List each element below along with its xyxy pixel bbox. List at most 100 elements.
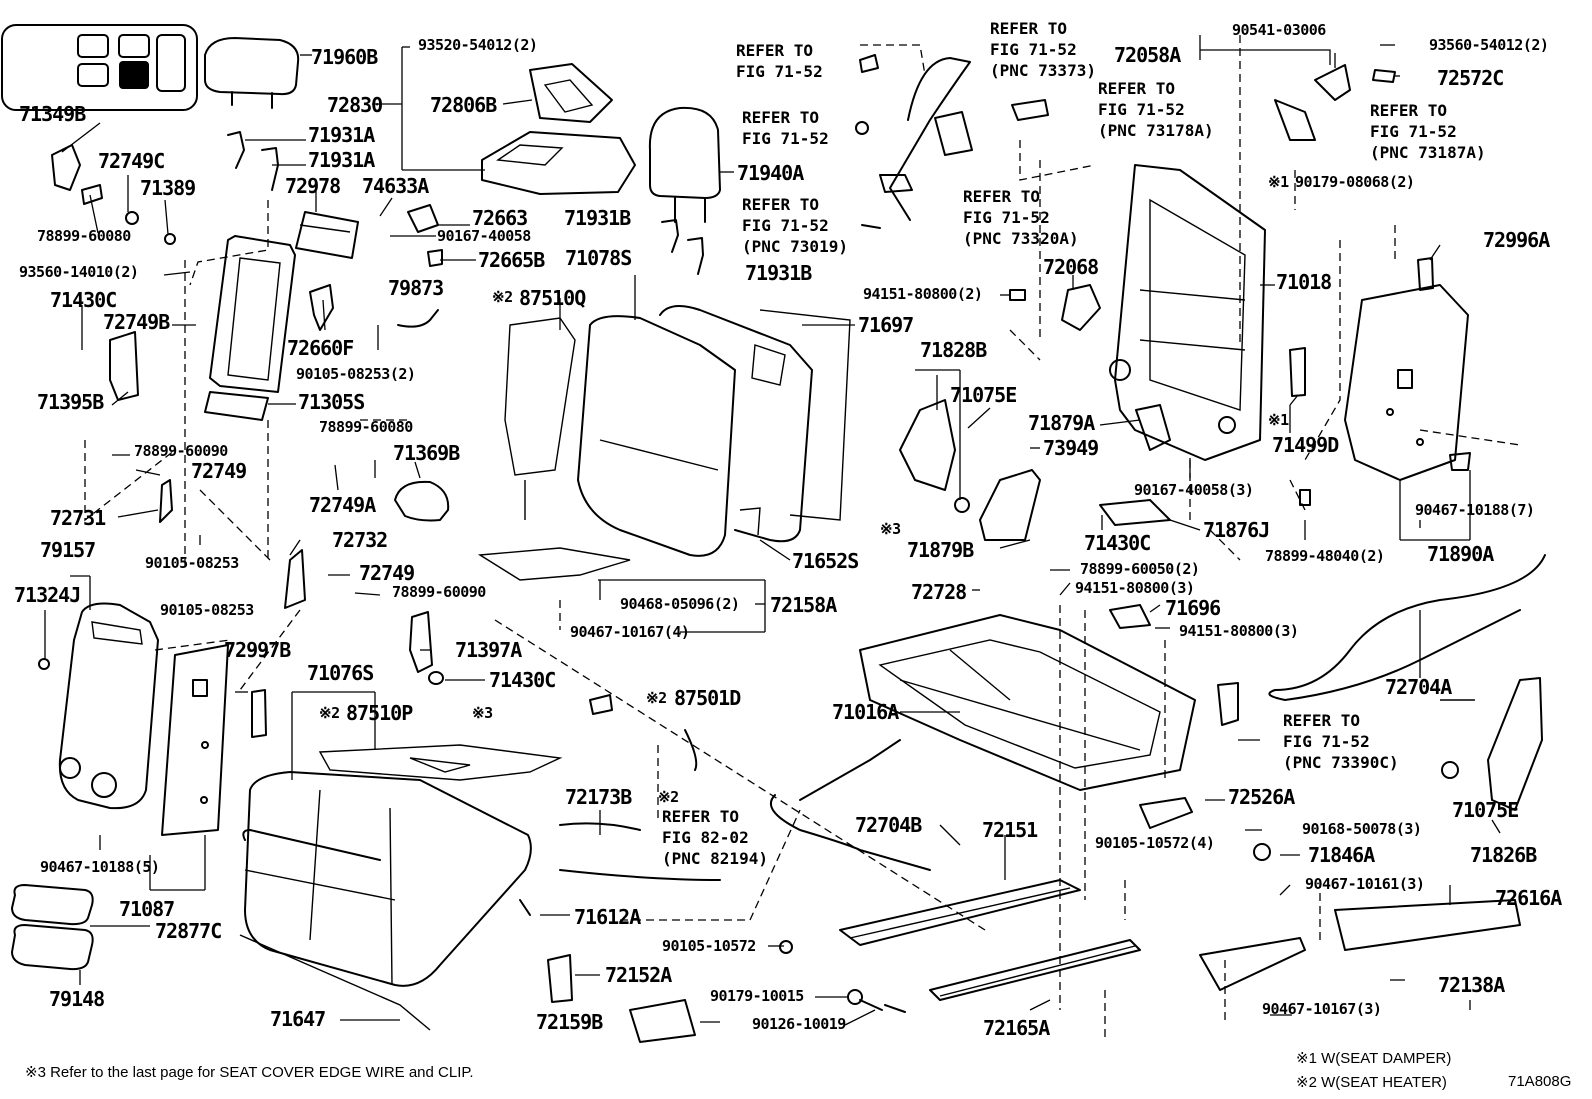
- label-94151-80800-3-b: 94151-80800(3): [1179, 622, 1299, 640]
- label-71890A: 71890A: [1427, 542, 1494, 566]
- label-90179-10015: 90179-10015: [710, 987, 804, 1005]
- label-72526A: 72526A: [1228, 785, 1295, 809]
- mark-2-87501D: ※2: [646, 689, 667, 707]
- label-71369B: 71369B: [393, 441, 460, 465]
- label-90168-50078: 90168-50078(3): [1302, 820, 1422, 838]
- label-71879B: 71879B: [907, 538, 974, 562]
- label-72159B: 72159B: [536, 1010, 603, 1034]
- label-94151-80800-3-a: 94151-80800(3): [1075, 579, 1195, 597]
- label-71931B-1: 71931B: [564, 206, 631, 230]
- refer-to-6: REFER TO FIG 71-52 (PNC 73320A): [963, 187, 1079, 248]
- seatback-71078S: [524, 305, 851, 557]
- label-90467-10188-5: 90467-10188(5): [40, 858, 160, 876]
- label-72058A: 72058A: [1114, 43, 1181, 67]
- mark-3-a: ※3: [472, 704, 493, 722]
- label-72704A: 72704A: [1385, 675, 1452, 699]
- label-71016A: 71016A: [832, 700, 899, 724]
- refer-to-5: REFER TO FIG 71-52 (PNC 73178A): [1098, 79, 1214, 140]
- label-71078S: 71078S: [565, 246, 632, 270]
- label-90105-10572-4: 90105-10572(4): [1095, 834, 1215, 852]
- refer-to-3: REFER TO FIG 71-52 (PNC 73019): [742, 195, 848, 256]
- label-93560-14010: 93560-14010(2): [19, 263, 139, 281]
- label-93560-54012: 93560-54012(2): [1429, 36, 1549, 54]
- seatbelt: [855, 54, 1049, 229]
- mark-2-ref9: ※2: [658, 788, 679, 806]
- label-79157: 79157: [40, 538, 96, 562]
- headrest-71960B: [204, 37, 312, 109]
- label-71846A: 71846A: [1308, 843, 1375, 867]
- label-71960B: 71960B: [311, 45, 378, 69]
- label-72138A: 72138A: [1438, 973, 1505, 997]
- label-71879A: 71879A: [1028, 411, 1095, 435]
- label-72877C: 72877C: [155, 919, 222, 943]
- label-90105-08253-a: 90105-08253: [145, 554, 239, 572]
- label-78899-60090-a: 78899-60090: [134, 442, 228, 460]
- label-72165A: 72165A: [983, 1016, 1050, 1040]
- label-71931A-1: 71931A: [308, 123, 375, 147]
- label-71828B: 71828B: [920, 338, 987, 362]
- refer-to-7: REFER TO FIG 71-52 (PNC 73187A): [1370, 101, 1486, 162]
- label-73949: 73949: [1043, 436, 1099, 460]
- label-90126-10019: 90126-10019: [752, 1015, 846, 1033]
- label-72749-2: 72749: [359, 561, 415, 585]
- label-72731: 72731: [50, 506, 106, 530]
- label-71876J: 71876J: [1203, 518, 1270, 542]
- label-72806B: 72806B: [430, 93, 497, 117]
- label-90467-10167-4: 90467-10167(4): [570, 623, 690, 641]
- label-90105-10572: 90105-10572: [662, 937, 756, 955]
- refer-to-8: REFER TO FIG 71-52 (PNC 73390C): [1283, 711, 1399, 772]
- label-71075E-2: 71075E: [1452, 798, 1519, 822]
- label-72732: 72732: [332, 528, 388, 552]
- label-71397A: 71397A: [455, 638, 522, 662]
- footnote-seat-cover: ※3 Refer to the last page for SEAT COVER…: [25, 1064, 474, 1081]
- label-90179-08068: 90179-08068(2): [1295, 173, 1415, 191]
- label-71826B: 71826B: [1470, 843, 1537, 867]
- mark-2-87510Q: ※2: [492, 288, 513, 306]
- label-74633A: 74633A: [362, 174, 429, 198]
- seatback-frame-71018: [1109, 35, 1331, 461]
- label-71018: 71018: [1276, 270, 1332, 294]
- armrest-pads: [11, 884, 94, 971]
- mark-1-71499D: ※1: [1268, 411, 1289, 429]
- label-90105-08253-2: 90105-08253(2): [296, 365, 416, 383]
- label-90467-10188-7: 90467-10188(7): [1415, 501, 1535, 519]
- seat-rails: [839, 879, 1141, 1013]
- leader-lines: [44, 44, 1471, 1026]
- label-93520-54012: 93520-54012(2): [418, 36, 538, 54]
- label-90468-05096: 90468-05096(2): [620, 595, 740, 613]
- armrest-72830: [372, 46, 636, 195]
- label-72665B: 72665B: [478, 248, 545, 272]
- label-72704B: 72704B: [855, 813, 922, 837]
- headrest-guides: [227, 131, 704, 275]
- label-71430C-2: 71430C: [489, 668, 556, 692]
- label-87510P: 87510P: [346, 701, 413, 725]
- label-72749B: 72749B: [103, 310, 170, 334]
- label-71430C-3: 71430C: [1084, 531, 1151, 555]
- right-small-parts: [1009, 64, 1471, 629]
- side-covers: [899, 399, 1543, 834]
- label-79873: 79873: [388, 276, 444, 300]
- headrest-71940A: [648, 106, 734, 223]
- label-78899-60080-a: 78899-60080: [37, 227, 131, 245]
- label-71305S: 71305S: [298, 390, 365, 414]
- label-72728: 72728: [911, 580, 967, 604]
- label-71395B: 71395B: [37, 390, 104, 414]
- label-71430C-1: 71430C: [50, 288, 117, 312]
- trim-covers: [1139, 682, 1521, 991]
- label-71931B-2: 71931B: [745, 261, 812, 285]
- label-71931A-2: 71931A: [308, 148, 375, 172]
- mark-1-90179: ※1: [1268, 173, 1289, 191]
- label-78899-60050: 78899-60050(2): [1080, 560, 1200, 578]
- label-78899-60090-b: 78899-60090: [392, 583, 486, 601]
- refer-to-2: REFER TO FIG 71-52: [742, 108, 829, 148]
- label-71696: 71696: [1165, 596, 1221, 620]
- label-94151-80800-2: 94151-80800(2): [863, 285, 983, 303]
- label-78899-60080-b: 78899-60080: [319, 418, 413, 436]
- mark-3-b: ※3: [880, 520, 901, 538]
- label-90467-10161: 90467-10161(3): [1305, 875, 1425, 893]
- label-71499D: 71499D: [1272, 433, 1339, 457]
- label-71612A: 71612A: [574, 905, 641, 929]
- label-72663: 72663: [472, 206, 528, 230]
- label-72996A: 72996A: [1483, 228, 1550, 252]
- mark-2-87510P: ※2: [319, 704, 340, 722]
